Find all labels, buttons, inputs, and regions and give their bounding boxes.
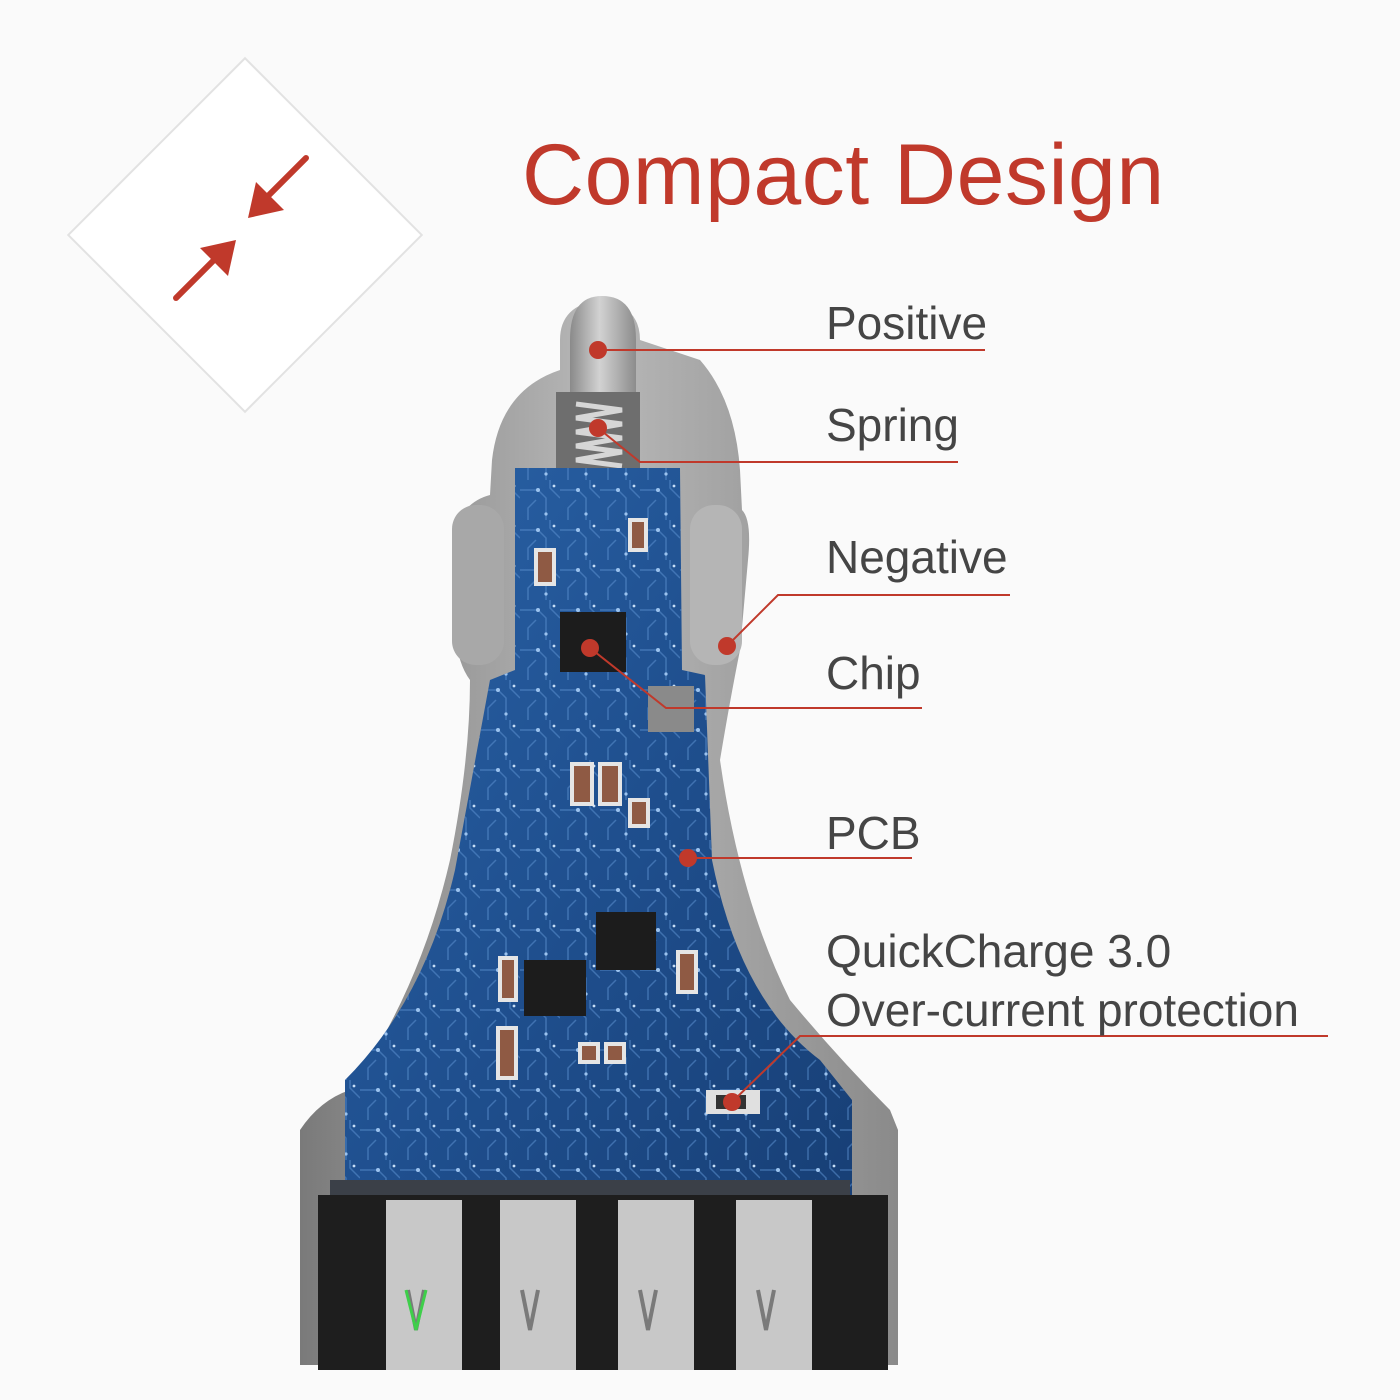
smd-components <box>496 518 698 1080</box>
positive-tip <box>570 296 636 392</box>
usb-port-2 <box>500 1200 576 1370</box>
usb-ports <box>318 1195 888 1370</box>
compress-arrows-icon <box>173 155 309 301</box>
label-spring: Spring <box>826 399 959 451</box>
label-positive: Positive <box>826 297 988 349</box>
usb-port-1 <box>386 1200 462 1370</box>
label-pcb: PCB <box>826 807 921 859</box>
label-chip: Chip <box>826 647 921 699</box>
usb-port-3 <box>618 1200 694 1370</box>
label-negative: Negative <box>826 531 1008 583</box>
label-quickcharge: QuickCharge 3.0 <box>826 925 1172 977</box>
label-overcurrent: Over-current protection <box>826 984 1299 1036</box>
right-contact <box>690 505 742 665</box>
page-title: Compact Design <box>522 127 1165 223</box>
usb-port-4 <box>736 1200 812 1370</box>
compress-badge <box>66 56 424 414</box>
left-contact <box>452 505 504 665</box>
